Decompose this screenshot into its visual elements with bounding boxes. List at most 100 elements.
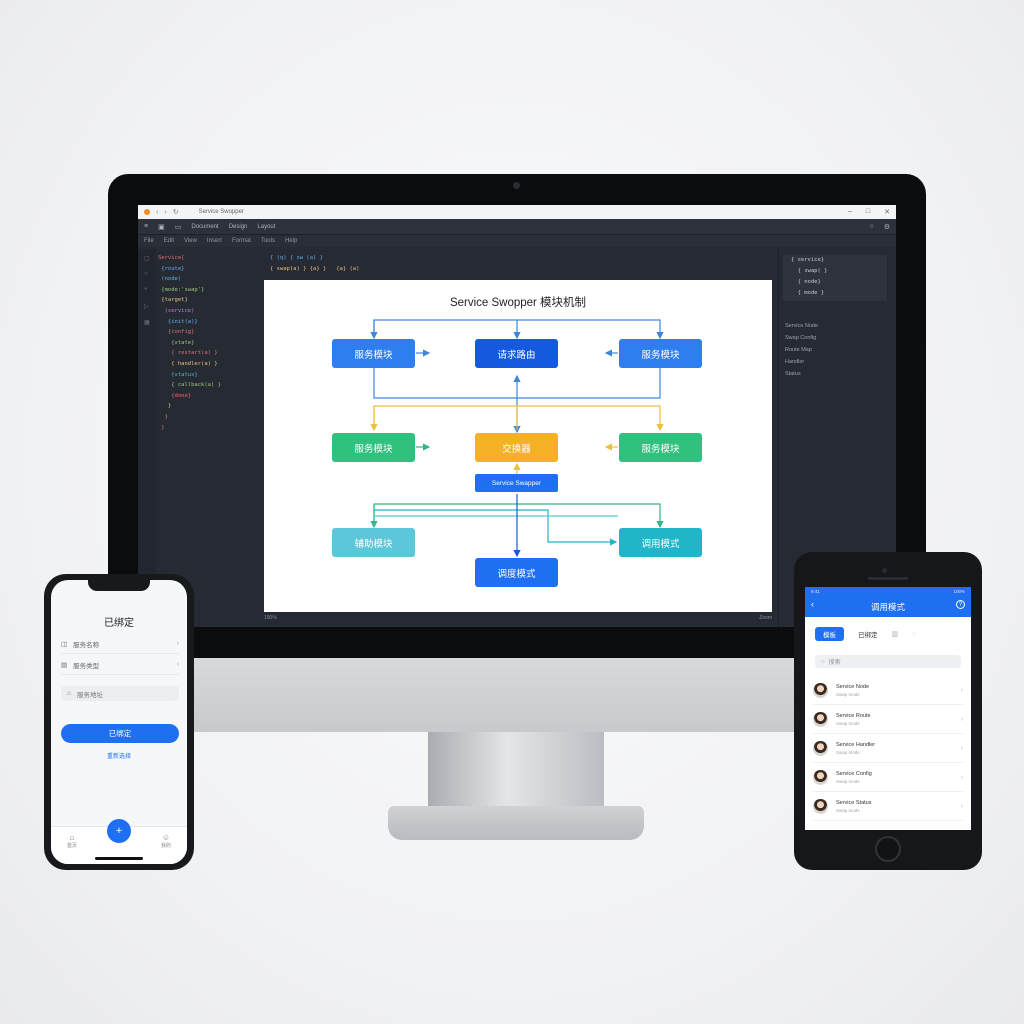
tab-bar: ⌂ 首页 + ☺ 我的 [51,819,187,864]
toolbar-design[interactable]: Design [228,223,248,230]
phone-left: 已绑定 ◫ 服务名称 › ▤ 服务类型 › ⌂ 服务地址 已绑定 重新选择 ⌂ … [44,574,194,870]
tab-template[interactable]: 模板 [815,627,844,641]
search-icon[interactable]: ○ [869,223,874,230]
file-icon[interactable]: ▢ [144,256,150,262]
forward-icon[interactable]: › [164,208,167,216]
node-top-right[interactable]: 服务模块 [619,339,702,368]
node-bottom-center[interactable]: 调度模式 [475,558,558,587]
panel-item[interactable]: Handler [785,359,805,365]
reselect-link[interactable]: 重新选择 [106,754,131,760]
chevron-right-icon: › [960,716,963,723]
notch [88,580,150,591]
list-item[interactable]: ▤ 服务类型 › [61,655,179,675]
refresh-icon[interactable]: ↻ [172,208,179,216]
menu-icon[interactable]: ≡ [144,223,149,230]
code-line: {init(a)} [158,318,198,325]
toolbar-document[interactable]: Document [191,223,219,230]
code-line: Service{ [158,255,185,261]
node-swapper[interactable]: Service Swapper [475,474,558,492]
list-item-subtitle: Swap mode [836,692,860,697]
code-line: { (q) { sw (a) } [270,255,323,261]
code-line: } [158,424,165,431]
field-label: 服务地址 [76,691,103,699]
panel-item[interactable]: Service Node [785,323,819,329]
home-button[interactable] [875,836,901,862]
menu-insert[interactable]: Insert [206,238,222,244]
node-top-center[interactable]: 请求路由 [475,339,558,368]
settings-icon[interactable]: ◌ [912,630,917,638]
list-item-subtitle: Swap mode [836,721,860,726]
tab-home[interactable]: ⌂ 首页 [57,833,87,849]
toolbar-layout[interactable]: Layout [257,223,276,230]
menu-tools[interactable]: Tools [260,238,275,244]
code-line: {mode:'swap'} [158,286,205,293]
search-input[interactable]: ○ 搜索 [815,655,961,668]
search-icon[interactable]: ○ [144,271,148,277]
avatar [813,712,828,727]
close-icon[interactable]: ✕ [884,209,890,216]
window-titlebar: ‹ › ↻ Service Swopper – □ ✕ [138,205,896,219]
minimize-icon[interactable]: – [847,208,852,215]
help-icon[interactable]: ? [956,600,965,609]
grid-icon[interactable]: ▥ [891,631,899,638]
menu-view[interactable]: View [184,238,197,244]
debug-icon[interactable]: ▷ [144,304,149,310]
folder-icon[interactable]: ▭ [174,223,182,231]
list-item-name: Service Node [836,684,870,690]
properties-code-box[interactable]: { service} { swap( } { node} { mode } [783,255,887,301]
code-line: { node} [791,279,821,285]
node-bottom-right[interactable]: 调用模式 [619,528,702,557]
avatar [813,799,828,814]
menu-format[interactable]: Format [231,238,251,244]
list-item[interactable]: ◫ 服务名称 › [61,634,179,654]
code-editor[interactable]: Service{ {route} (node) {mode:'swap'} {t… [158,253,268,433]
code-editor-top[interactable]: { (q) { sw (a) }{ swap(a) } {a} } {a} (a… [270,253,359,274]
node-mid-left[interactable]: 服务模块 [332,433,415,462]
code-line: { swap( } [791,268,828,274]
maximize-icon[interactable]: □ [865,208,871,215]
node-top-left[interactable]: 服务模块 [332,339,415,368]
user-icon: ☺ [161,833,171,842]
node-mid-right[interactable]: 服务模块 [619,433,702,462]
monitor-screen: ‹ › ↻ Service Swopper – □ ✕ ≡ ▣ ▭ Docume… [138,205,896,627]
save-icon[interactable]: ▣ [158,223,165,231]
back-icon[interactable]: ‹ [156,208,159,216]
zoom-label[interactable]: Zoom [759,615,772,621]
address-field[interactable]: ⌂ 服务地址 [61,686,179,701]
app-header: 9:41 100% ‹ 调用模式 ? [805,587,971,617]
phone-right: 9:41 100% ‹ 调用模式 ? 模板 已绑定 ▥ ◌ ○ 搜索 Servi… [794,552,982,870]
panel-item[interactable]: Status [785,371,801,377]
extensions-icon[interactable]: ▦ [144,320,150,326]
primary-button[interactable]: 已绑定 [61,724,179,743]
menu-help[interactable]: Help [284,238,298,244]
back-icon[interactable]: ‹ [811,599,814,609]
code-gutter: ▢ ○ ⑂ ▷ ▦ [138,249,156,627]
home-icon: ⌂ [69,833,75,842]
code-line: {done} [158,392,192,399]
code-line: {status} [158,371,198,378]
code-line: } [158,403,172,410]
menu-file[interactable]: File [144,238,154,244]
panel-item[interactable]: Swap Config [785,335,817,341]
home-indicator [95,857,143,860]
tab-profile[interactable]: ☺ 我的 [151,833,181,849]
code-line: {route} [158,265,185,272]
panel-item[interactable]: Route Map [785,347,812,353]
camera [513,182,520,189]
tab-bound[interactable]: 已绑定 [858,632,878,639]
search-placeholder: 搜索 [828,660,841,666]
code-line: { service} [791,257,825,263]
settings-icon[interactable]: ⚙ [883,223,890,231]
front-camera [882,568,887,573]
chevron-right-icon: › [176,661,179,668]
add-button[interactable]: + [107,819,131,843]
branch-icon[interactable]: ⑂ [144,287,148,293]
node-bottom-left[interactable]: 辅助模块 [332,528,415,557]
node-mid-center[interactable]: 交换器 [475,433,558,462]
menu-edit[interactable]: Edit [163,238,175,244]
